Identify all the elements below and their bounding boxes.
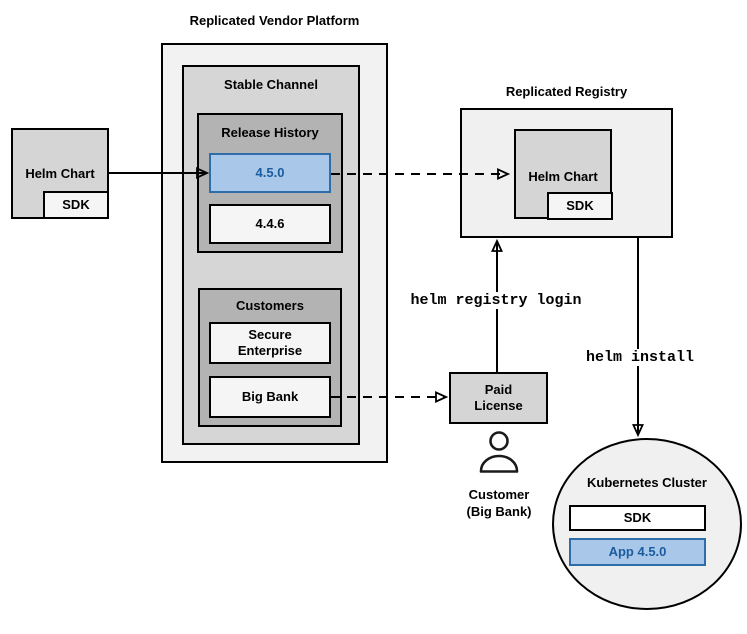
- source-helm-chart-label: Helm Chart: [25, 166, 95, 181]
- user-icon: [479, 431, 519, 473]
- k8s-cluster-title: Kubernetes Cluster: [587, 475, 707, 490]
- customer-secure-enterprise-box: Secure Enterprise: [209, 322, 331, 364]
- customer-big-bank-box: Big Bank: [209, 376, 331, 418]
- cmd-helm-install: helm install: [540, 349, 740, 367]
- stable-channel-title: Stable Channel: [224, 77, 318, 92]
- registry-helm-chart-label: Helm Chart: [528, 169, 598, 184]
- release-version-4-5-0: 4.5.0: [209, 153, 331, 193]
- vendor-platform-title: Replicated Vendor Platform: [189, 13, 360, 28]
- paid-license-box: Paid License: [449, 372, 548, 424]
- customer-label: Customer (Big Bank): [444, 486, 554, 520]
- release-version-4-4-6: 4.4.6: [209, 204, 331, 244]
- release-history-title: Release History: [221, 125, 319, 140]
- k8s-sdk-box: SDK: [569, 505, 706, 531]
- k8s-app-box: App 4.5.0: [569, 538, 706, 566]
- customer-label-line1: Customer: [468, 487, 530, 502]
- customer-label-line2: (Big Bank): [466, 504, 532, 519]
- registry-sdk-badge: SDK: [547, 192, 613, 220]
- customers-title: Customers: [236, 298, 304, 313]
- cmd-helm-registry-login: helm registry login: [396, 292, 596, 310]
- registry-title: Replicated Registry: [505, 84, 628, 99]
- source-sdk-badge: SDK: [43, 191, 109, 219]
